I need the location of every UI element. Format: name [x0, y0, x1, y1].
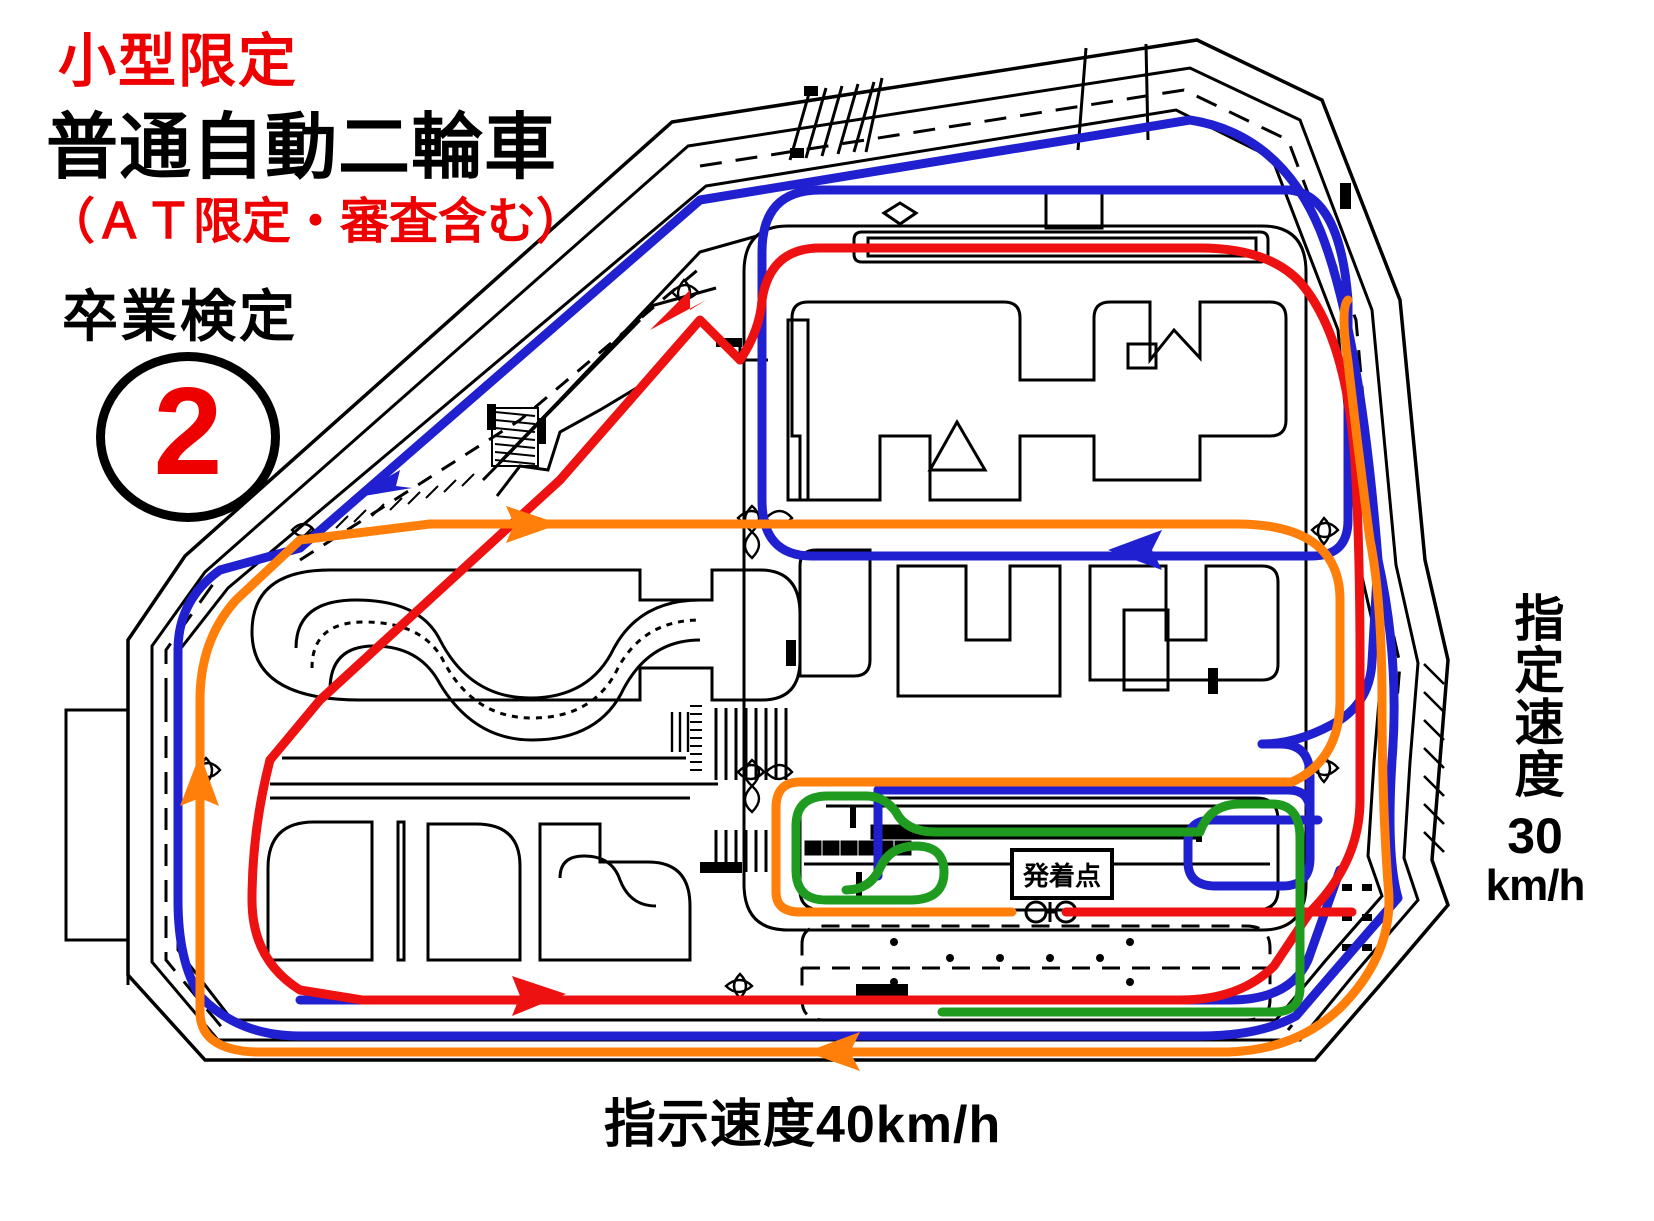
top-diamond: [881, 201, 919, 226]
entry-lane-a: [558, 234, 758, 402]
restriction-label: 小型限定: [58, 29, 299, 94]
perimeter-dash-left: [164, 700, 226, 1031]
perimeter-dash-left2: [164, 579, 218, 700]
blue-upper-ring: [757, 185, 1353, 561]
orange-arrow-bottomleft: [806, 1032, 860, 1071]
entry-lane-b: [498, 286, 717, 464]
inner-block-outer: [742, 224, 1308, 932]
mid-stop-mark: [716, 338, 742, 347]
intersection-rosette-bottom: [724, 972, 754, 1000]
red-path-main: [357, 907, 1315, 1005]
right-hatch-ramp: [1423, 663, 1445, 853]
top-grid-2: [1076, 47, 1088, 151]
left-tall-island: [786, 318, 810, 502]
green-right-up: [1145, 799, 1305, 993]
lower-shape-2: [896, 564, 1062, 698]
parking-boxes: [800, 924, 1272, 1022]
top-small-building: [1044, 188, 1104, 230]
blue-lower-ring: [815, 865, 1345, 1005]
entry-lane-d: [495, 378, 651, 497]
top-grid-1: [864, 77, 884, 153]
vertical-hatch-mid: [690, 705, 702, 771]
lower-left-crank-5: [558, 854, 657, 908]
mid-stop-mark-2: [700, 862, 742, 873]
orange-left-vertical: [195, 295, 1394, 1057]
lower-left-crank-2: [396, 820, 406, 962]
parking-dots: [890, 938, 1134, 986]
blue-inner-ring: [1135, 295, 1353, 561]
scurve-track-outer: [294, 598, 701, 700]
lower-shape-4: [1122, 608, 1170, 692]
scurve-track-inner: [328, 638, 701, 742]
vehicle-class-note: （ＡＴ限定・審査含む）: [46, 195, 586, 249]
triangle-island: [927, 418, 988, 472]
vehicle-class-title: 普通自動二輪車: [46, 108, 558, 188]
course-number-value: 2: [153, 363, 223, 501]
green-start-strip: [791, 791, 1155, 905]
railway-crossing-left: [487, 404, 546, 467]
blue-arrow-upleft: [352, 470, 412, 498]
left-building: [64, 708, 130, 942]
designated-speed-value: 30: [1507, 808, 1563, 864]
blue-left-stub: [873, 785, 1315, 817]
top-crossing-hatch: [788, 81, 876, 161]
small-square-island: [1126, 342, 1158, 370]
left-crossing-hatch: [670, 712, 690, 752]
green-path: [937, 983, 1305, 1017]
scurve-center-dash: [310, 618, 701, 720]
orange-route: [195, 295, 1394, 1057]
designated-speed-label: 指定速度 30 km/h: [1480, 586, 1590, 910]
red-left-down: [247, 755, 367, 1005]
orange-arrow-up: [180, 754, 219, 806]
orange-cross-row: [295, 519, 1345, 917]
right-break-marks: [1342, 884, 1372, 951]
designated-speed-text: 指定速度: [1507, 592, 1564, 800]
red-right-up: [735, 243, 1365, 917]
start-end-point-label: 発着点: [1022, 860, 1101, 891]
start-end-point-box: 発着点: [1010, 848, 1114, 900]
blue-path-outer: [173, 115, 1403, 1041]
red-diag: [265, 315, 745, 765]
designated-speed-unit: km/h: [1485, 861, 1586, 910]
lower-shape-3: [1088, 564, 1280, 682]
blue-arrow-left: [1108, 530, 1162, 570]
crank-shape-1: [790, 300, 1288, 502]
course-number-badge: 2: [96, 352, 280, 522]
instructed-speed-label: 指示速度40km/h: [604, 1096, 1002, 1154]
blue-route: [173, 115, 1403, 1041]
red-route: [247, 243, 1365, 1005]
exam-type-label: 卒業検定: [62, 285, 298, 348]
lower-shape-1: [798, 548, 872, 678]
mid-crosswalk-1: [714, 708, 788, 780]
route-arrowheads: [180, 290, 1162, 1071]
top-island-outer: [852, 230, 1270, 264]
intersection-rosette-mid: [736, 758, 794, 814]
orange-arrow-right: [506, 506, 560, 543]
orange-up-left: [195, 535, 305, 1017]
red-arrow-downleft: [650, 290, 706, 330]
lower-left-crank-3: [426, 822, 522, 962]
mid-crosswalk-2: [714, 830, 768, 872]
scurve-outer: [250, 568, 802, 702]
green-route: [791, 791, 1305, 1017]
lower-left-crank: [266, 820, 374, 962]
perimeter-outer-edge: [150, 66, 1420, 1042]
red-arrow-right: [512, 976, 566, 1016]
lower-left-crank-4: [538, 822, 692, 962]
intersection-rosette-right: [1310, 516, 1340, 546]
blue-path-inner: [173, 543, 305, 705]
right-stop-bar: [1340, 183, 1351, 209]
